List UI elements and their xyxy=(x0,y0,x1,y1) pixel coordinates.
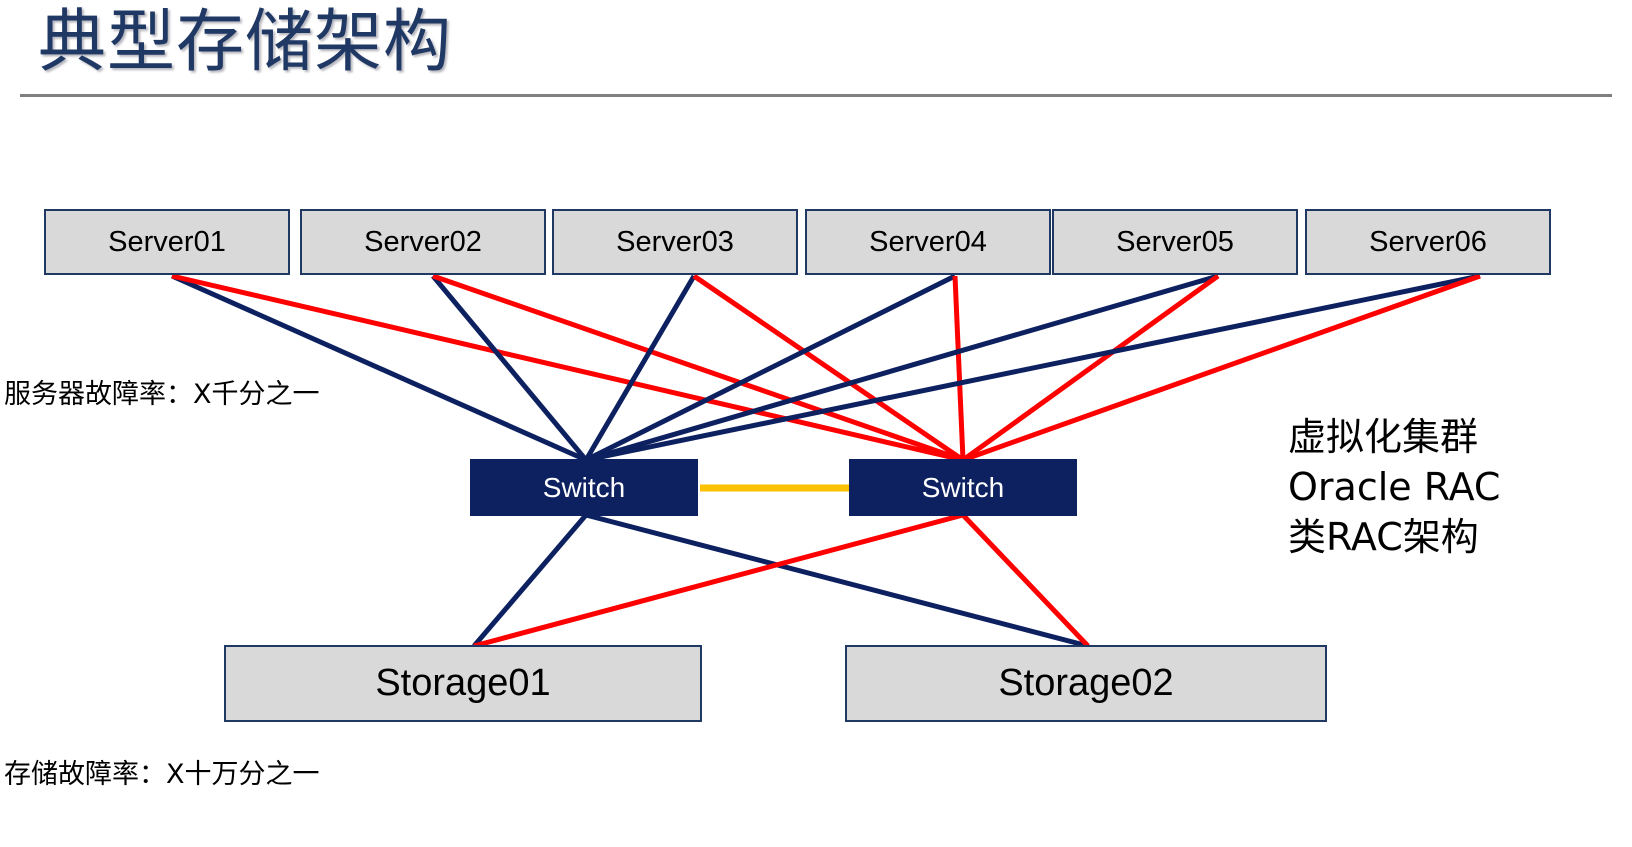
server-node-label: Server06 xyxy=(1369,225,1487,258)
link-server4-switch2 xyxy=(952,275,966,461)
storage-node-label: Storage01 xyxy=(375,662,551,704)
switch-node-2[interactable]: Switch xyxy=(849,459,1077,516)
link-switch2-storage1 xyxy=(473,512,964,649)
page-title: 典型存储架构 xyxy=(38,3,453,82)
link-server5-switch2 xyxy=(961,273,1220,463)
storage-node-1[interactable]: Storage01 xyxy=(224,645,702,722)
side-note-line-2: Oracle RAC xyxy=(1288,465,1501,509)
note-server-failure-rate: 服务器故障率：X千分之一 xyxy=(4,379,320,410)
server-node-1[interactable]: Server01 xyxy=(44,209,290,275)
link-switch1-storage2 xyxy=(585,512,1089,649)
storage-node-label: Storage02 xyxy=(998,662,1174,704)
link-server1-switch1 xyxy=(170,273,588,463)
server-node-label: Server05 xyxy=(1116,225,1234,258)
switch-node-1[interactable]: Switch xyxy=(470,459,698,516)
link-switch2-storage2 xyxy=(961,513,1090,648)
link-server5-switch1 xyxy=(585,273,1219,463)
switch-node-label: Switch xyxy=(542,471,626,503)
server-node-4[interactable]: Server04 xyxy=(805,209,1051,275)
link-server6-switch2 xyxy=(962,273,1481,463)
side-note-line-1: 虚拟化集群 xyxy=(1288,415,1479,459)
server-node-3[interactable]: Server03 xyxy=(552,209,798,275)
server-node-label: Server03 xyxy=(616,225,734,258)
link-server4-switch1 xyxy=(584,273,957,463)
server-node-label: Server04 xyxy=(869,225,987,258)
link-server1-switch2 xyxy=(171,273,964,463)
link-server2-switch1 xyxy=(431,274,588,462)
link-server2-switch2 xyxy=(432,273,964,463)
server-node-2[interactable]: Server02 xyxy=(300,209,546,275)
switch-node-label: Switch xyxy=(921,471,1005,503)
side-note-line-3: 类RAC架构 xyxy=(1288,515,1479,559)
link-switch1-storage1 xyxy=(472,513,588,648)
title-divider xyxy=(20,94,1612,97)
side-note-block: 虚拟化集群 Oracle RAC 类RAC架构 xyxy=(1288,412,1500,562)
link-server6-switch1 xyxy=(585,273,1481,463)
link-server3-switch2 xyxy=(692,273,965,463)
link-group xyxy=(170,273,1481,649)
server-node-5[interactable]: Server05 xyxy=(1052,209,1298,275)
storage-node-2[interactable]: Storage02 xyxy=(845,645,1327,722)
link-server3-switch1 xyxy=(583,274,697,462)
server-node-label: Server01 xyxy=(108,225,226,258)
server-node-label: Server02 xyxy=(364,225,482,258)
note-storage-failure-rate: 存储故障率：X十万分之一 xyxy=(4,759,320,790)
server-node-6[interactable]: Server06 xyxy=(1305,209,1551,275)
